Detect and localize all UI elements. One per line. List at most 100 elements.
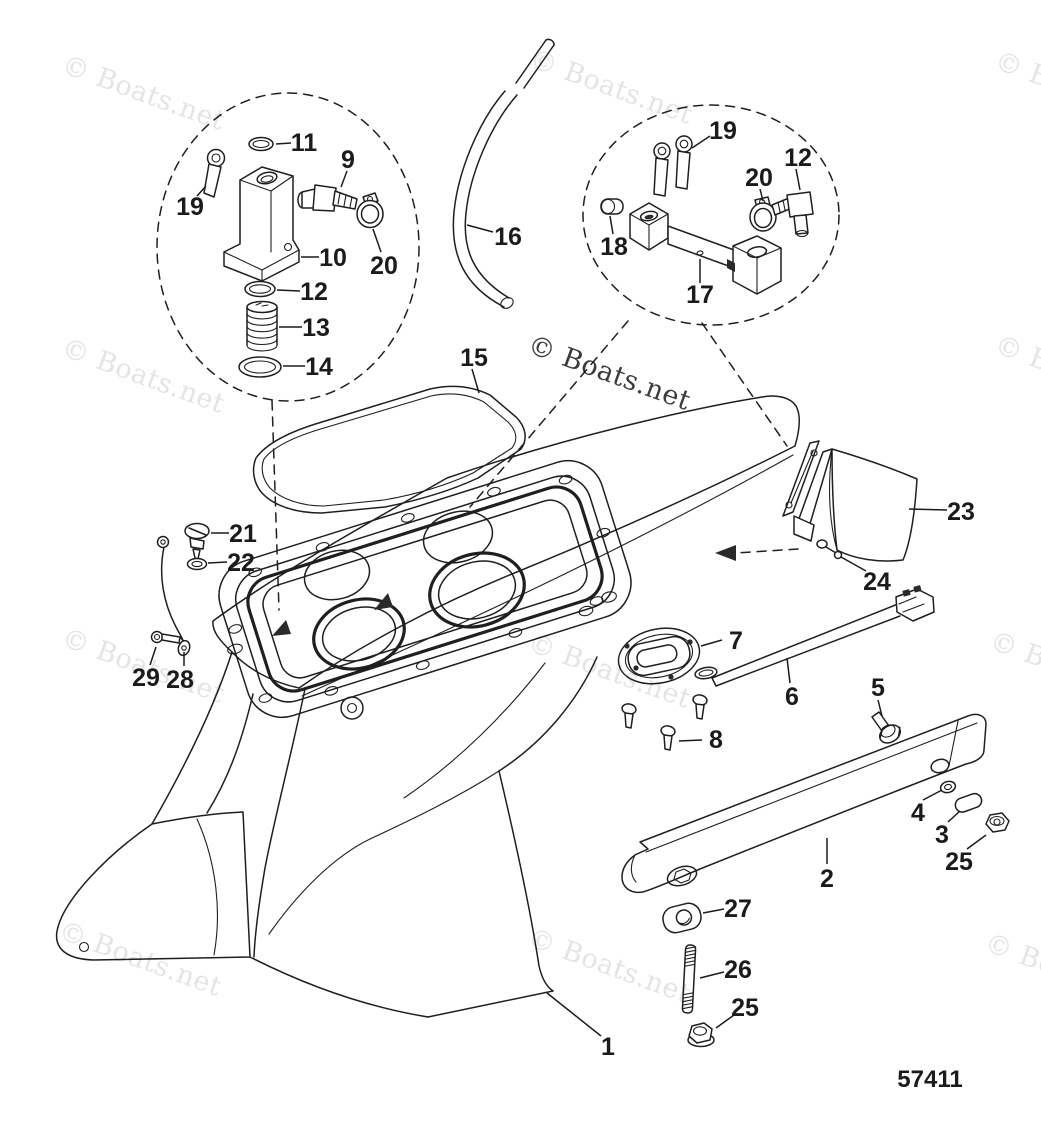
part-bracket-17 — [629, 202, 782, 295]
callout-label-12: 12 — [784, 144, 812, 172]
callout-label-15: 15 — [460, 344, 488, 372]
callout-leader-line — [702, 908, 725, 914]
callout-leader-line — [795, 168, 801, 191]
callout-label-5: 5 — [871, 674, 885, 702]
part-trim-tab-23 — [715, 440, 918, 562]
callout-label-26: 26 — [724, 956, 752, 984]
part-hose-clamp-20 — [749, 196, 777, 232]
watermark-text: © Boats.net — [524, 329, 695, 417]
callout-leader-line — [759, 188, 764, 202]
callout-leader-line — [466, 224, 494, 233]
callout-label-22: 22 — [227, 549, 255, 577]
part-oring-12 — [244, 280, 276, 298]
callout-label-11: 11 — [291, 129, 318, 157]
callout-leader-line — [691, 135, 711, 149]
part-oring-14 — [238, 356, 282, 378]
watermark-text: © Boats.net — [981, 927, 1041, 1015]
callout-label-10: 10 — [319, 244, 347, 272]
detail-circle — [156, 92, 420, 402]
callout-label-19: 19 — [176, 193, 204, 221]
detail-inset-left — [156, 92, 420, 402]
part-block-10 — [223, 166, 300, 282]
part-washer-4 — [939, 780, 957, 794]
callout-label-25: 25 — [731, 994, 759, 1022]
callout-label-12: 12 — [300, 278, 328, 306]
part-hose-clamp-20 — [356, 192, 384, 229]
callout-label-14: 14 — [305, 353, 333, 381]
callout-label-8: 8 — [709, 726, 723, 754]
callout-label-19: 19 — [709, 117, 737, 145]
part-bolt — [653, 135, 693, 197]
part-drain-screw-21 — [184, 522, 210, 560]
callout-label-18: 18 — [600, 233, 628, 261]
callout-label-6: 6 — [785, 683, 799, 711]
part-lanyard-28 — [156, 535, 191, 657]
callout-label-7: 7 — [729, 627, 743, 655]
watermark-text: © Boats.net — [991, 45, 1041, 133]
callout-leader-line — [908, 508, 948, 511]
part-water-hose — [452, 38, 555, 309]
part-screws-8 — [621, 694, 708, 751]
assembly-arrow-icon — [715, 545, 736, 561]
callout-leader-line — [546, 992, 602, 1037]
callout-leader-line — [276, 289, 301, 292]
part-elbow-fitting-12 — [771, 191, 814, 238]
callout-label-9: 9 — [341, 146, 355, 174]
part-bolt-5 — [871, 711, 901, 744]
watermark-text: © Boats.net — [986, 625, 1041, 713]
part-bolt — [203, 148, 226, 198]
callout-leader-line — [966, 834, 987, 850]
assembly-arrow-icon — [374, 593, 393, 610]
gear-housing-bores — [303, 510, 526, 671]
part-spring-13 — [246, 300, 278, 352]
callout-leader-line — [715, 1014, 735, 1029]
callout-leader-line — [609, 215, 614, 235]
callout-label-20: 20 — [745, 164, 773, 192]
callout-leader-line — [678, 739, 703, 742]
callout-leader-line — [207, 561, 228, 564]
part-screw-29 — [150, 630, 184, 644]
watermark-text: © Boats.net — [58, 332, 229, 420]
callout-label-25: 25 — [945, 848, 973, 876]
callout-leader-line — [149, 646, 157, 666]
callout-leader-line — [947, 810, 961, 823]
callout-label-16: 16 — [494, 223, 522, 251]
part-nut-25-lower — [687, 1022, 715, 1048]
detail-connector-line — [469, 320, 629, 508]
part-nut-25 — [985, 812, 1010, 833]
part-grommet-27 — [662, 902, 702, 934]
part-extension-plate-2 — [621, 713, 987, 894]
callout-label-2: 2 — [820, 865, 834, 893]
callout-leader-line — [840, 556, 867, 572]
callout-label-29: 29 — [132, 664, 160, 692]
watermark-text: © Boats.net — [524, 922, 695, 1010]
assembly-arrow-icon — [272, 620, 291, 636]
diagram-line-art — [55, 38, 1010, 1048]
part-gear-housing — [55, 320, 800, 1018]
part-pickup-rod-6 — [711, 585, 935, 687]
part-screw-24 — [816, 539, 843, 560]
callout-label-27: 27 — [724, 895, 752, 923]
callout-label-23: 23 — [947, 498, 975, 526]
watermark-text: © Boats.net — [58, 49, 229, 137]
callout-label-28: 28 — [166, 666, 194, 694]
callout-label-4: 4 — [911, 799, 925, 827]
callout-leader-line — [877, 699, 883, 717]
part-pin-3 — [954, 792, 983, 813]
callout-leader-line — [471, 368, 480, 394]
part-stud-26 — [681, 944, 697, 1014]
callout-label-3: 3 — [935, 821, 949, 849]
detail-connector-line — [271, 400, 280, 611]
part-cover-7 — [617, 627, 718, 685]
figure-number: 57411 — [897, 1066, 962, 1093]
callout-leader-line — [786, 657, 791, 684]
callout-leader-line — [340, 170, 348, 188]
callout-leader-line — [275, 142, 292, 145]
part-oring-11 — [248, 136, 274, 152]
callout-leader-line — [372, 228, 382, 253]
detail-connector-line — [701, 322, 788, 447]
callout-leader-line — [700, 639, 723, 647]
